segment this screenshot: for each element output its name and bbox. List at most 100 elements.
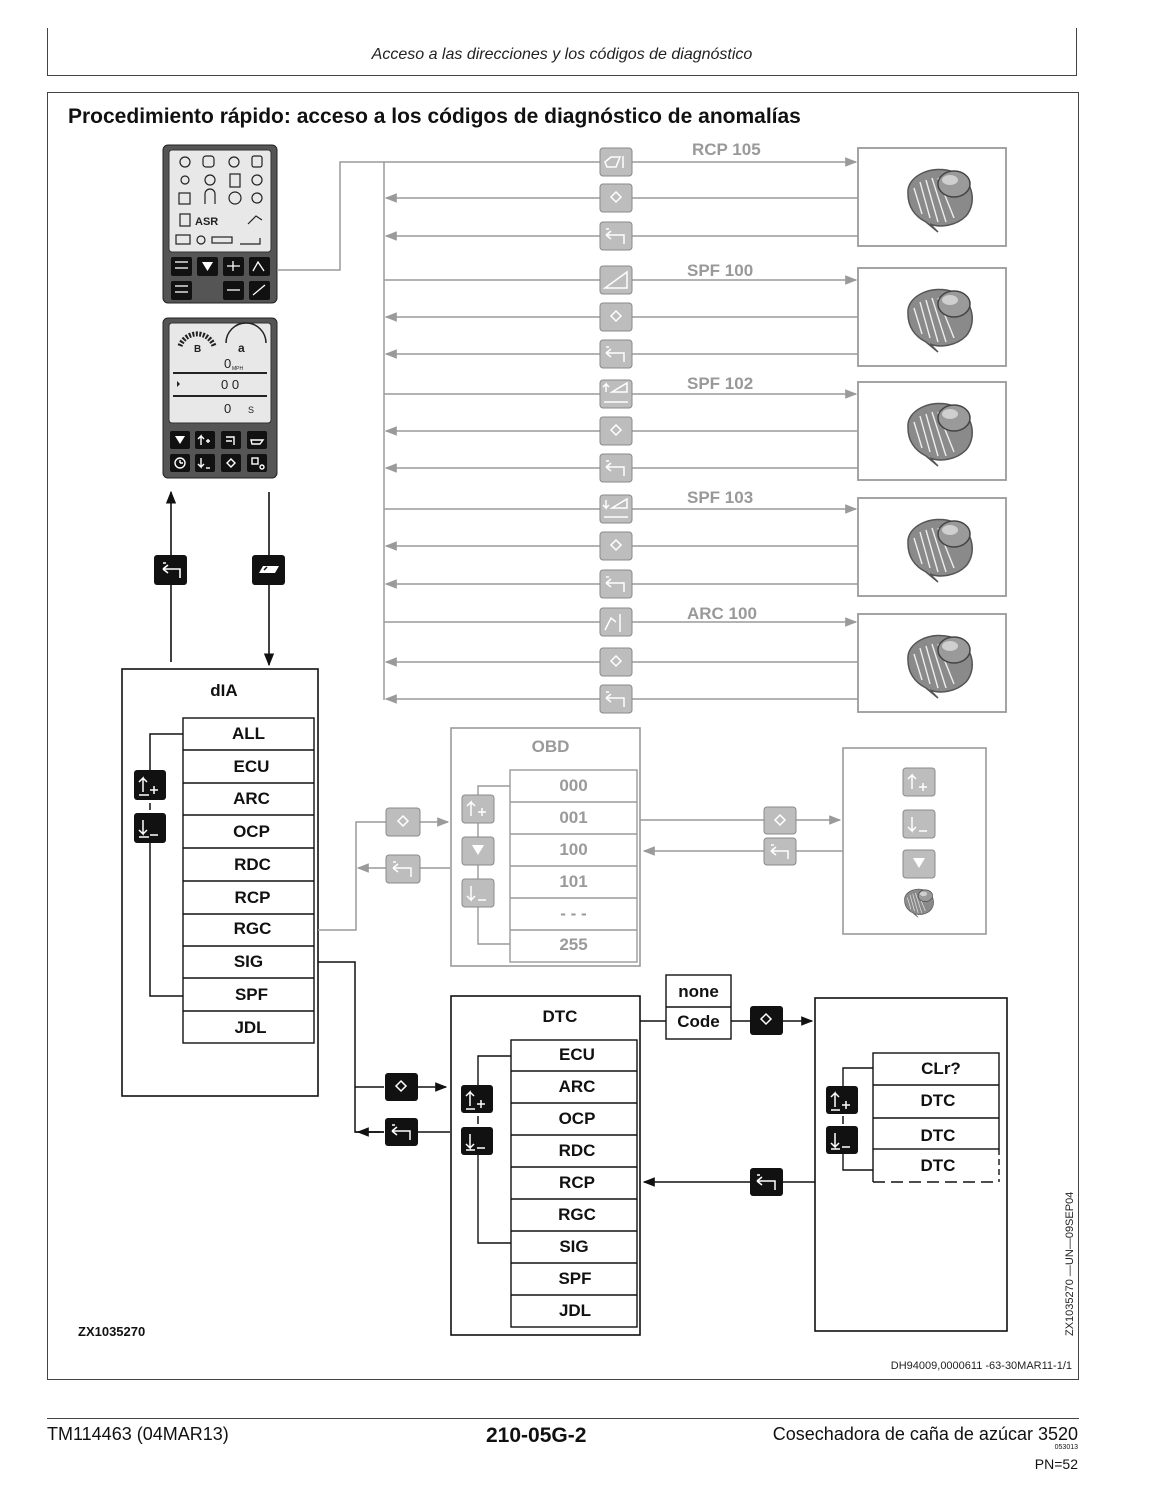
key-up-plus[interactable]	[195, 431, 215, 449]
dia-item-arc[interactable]: ARC	[233, 789, 270, 808]
footer-manual-id: TM114463 (04MAR13)	[47, 1424, 229, 1444]
figure-id: ZX1035270	[78, 1324, 146, 1339]
knob-box-spf103	[857, 497, 1007, 597]
label-spf-100: SPF 100	[687, 261, 753, 280]
result-item-clear[interactable]: CLr?	[921, 1059, 961, 1078]
dia-scroll-bracket	[149, 733, 183, 997]
knob-box-arc100	[857, 613, 1007, 713]
lcd-readout-3: 0	[224, 401, 231, 416]
footer-page-number: 210-05G-2	[486, 1424, 587, 1447]
dia-item-rdc[interactable]: RDC	[234, 855, 271, 874]
label-spf-102: SPF 102	[687, 374, 753, 393]
dtc-enter-key[interactable]	[385, 1073, 418, 1101]
figure-frame	[47, 92, 1079, 1380]
obd-back-key[interactable]	[385, 854, 421, 884]
header-rule-bottom	[47, 75, 1077, 76]
dia-item-ocp[interactable]: OCP	[233, 822, 270, 841]
result-item-dtc-3[interactable]: DTC	[920, 1156, 956, 1175]
mph-unit: MPH	[232, 366, 244, 372]
dtc-item-sig[interactable]: SIG	[559, 1237, 589, 1256]
grey-connectors	[277, 157, 858, 704]
footer-pn: PN=52	[1034, 1456, 1078, 1472]
dia-item-rcp[interactable]: RCP	[234, 888, 271, 907]
result-back-key[interactable]	[750, 1168, 783, 1196]
back-key-left[interactable]	[154, 555, 187, 585]
obd-item-ellipsis: - - -	[560, 904, 587, 923]
result-item-dtc-1[interactable]: DTC	[920, 1091, 956, 1110]
obd-item-001[interactable]: 001	[559, 808, 588, 827]
header-title: Acceso a las direcciones y los códigos d…	[371, 46, 753, 63]
result-up-key[interactable]	[826, 1086, 858, 1114]
dtc-down-key[interactable]	[461, 1127, 493, 1155]
dtc-item-jdl[interactable]: JDL	[558, 1301, 592, 1320]
dtc-back-key[interactable]	[385, 1118, 418, 1146]
dtc-item-spf[interactable]: SPF	[558, 1269, 592, 1288]
instrument-panel-bottom: B a 0 MPH 0 0 0 S	[162, 317, 278, 479]
figure-reference: DH94009,0000611 -63-30MAR11-1/1	[890, 1360, 1072, 1372]
panel-keys-bottom	[170, 431, 267, 472]
diag-key-center[interactable]	[252, 555, 285, 585]
dia-up-key[interactable]	[134, 770, 166, 800]
obd-item-101[interactable]: 101	[559, 872, 588, 891]
key-lower-right[interactable]	[249, 281, 270, 300]
code-none-option[interactable]: none	[678, 982, 719, 1001]
dtc-item-ecu[interactable]: ECU	[559, 1045, 595, 1064]
footer-machine-name: Cosechadora de caña de azúcar 3520	[772, 1424, 1078, 1444]
header-rule-right	[1076, 28, 1077, 76]
dtc-item-arc[interactable]: ARC	[558, 1077, 596, 1096]
obd-section	[318, 727, 987, 967]
result-item-dtc-2[interactable]: DTC	[920, 1126, 956, 1145]
code-code-option[interactable]: Code	[677, 1012, 720, 1031]
obd-item-000[interactable]: 000	[559, 776, 588, 795]
knob-box-spf102	[857, 381, 1007, 481]
grey-key-column[interactable]	[599, 147, 633, 714]
result-down-key[interactable]	[826, 1126, 858, 1154]
lcd-readout-1: 0	[224, 356, 231, 371]
dtc-title: DTC	[542, 1007, 578, 1026]
dtc-item-rdc[interactable]: RDC	[558, 1141, 596, 1160]
dia-item-rgc[interactable]: RGC	[233, 919, 272, 938]
key-enter[interactable]	[221, 454, 241, 472]
section-title: Procedimiento rápido: acceso a los códig…	[68, 105, 801, 128]
obd-right-enter-key[interactable]	[763, 806, 797, 835]
footer-date-code: 053013	[1054, 1444, 1078, 1451]
knob-box-rcp	[857, 147, 1007, 247]
dia-title: dIA	[210, 681, 238, 700]
figure-vertical-id: ZX1035270 —UN—09SEP04	[1064, 1191, 1076, 1336]
dia-item-spf[interactable]: SPF	[234, 985, 269, 1004]
instrument-panel-top: ASR	[162, 144, 278, 304]
dia-item-all[interactable]: ALL	[231, 724, 266, 743]
dtc-item-rcp[interactable]: RCP	[559, 1173, 595, 1192]
obd-up-key[interactable]	[461, 794, 495, 824]
key-upper-left[interactable]	[171, 257, 192, 276]
key-back[interactable]	[221, 431, 241, 449]
dia-item-jdl[interactable]: JDL	[234, 1018, 267, 1037]
dtc-up-key[interactable]	[461, 1085, 493, 1113]
obd-down-key[interactable]	[461, 878, 495, 908]
obd-title: OBD	[531, 737, 570, 756]
key-arc[interactable]	[249, 257, 270, 276]
knob-box-spf100	[857, 267, 1007, 367]
dtc-item-rgc[interactable]: RGC	[558, 1205, 596, 1224]
obd-item-100[interactable]: 100	[559, 840, 588, 859]
dia-item-ecu[interactable]: ECU	[233, 757, 270, 776]
warning-lamp-icons	[175, 155, 263, 245]
label-rcp-105: RCP 105	[692, 140, 761, 159]
asr-label: ASR	[195, 216, 218, 228]
dia-down-key[interactable]	[134, 813, 166, 843]
svg-text:B: B	[194, 344, 201, 355]
key-down-minus[interactable]	[195, 454, 215, 472]
svg-text:a: a	[238, 341, 245, 355]
key-settings[interactable]	[247, 454, 267, 472]
label-spf-103: SPF 103	[687, 488, 753, 507]
svg-text:S: S	[248, 405, 254, 415]
dtc-item-ocp[interactable]: OCP	[558, 1109, 596, 1128]
obd-enter-key[interactable]	[385, 807, 421, 837]
dia-item-sig[interactable]: SIG	[233, 952, 264, 971]
label-arc-100: ARC 100	[687, 604, 757, 623]
obd-item-255[interactable]: 255	[559, 935, 588, 954]
code-enter-key[interactable]	[750, 1006, 783, 1035]
header-rule-left	[47, 28, 48, 76]
key-lower-left[interactable]	[171, 281, 192, 300]
